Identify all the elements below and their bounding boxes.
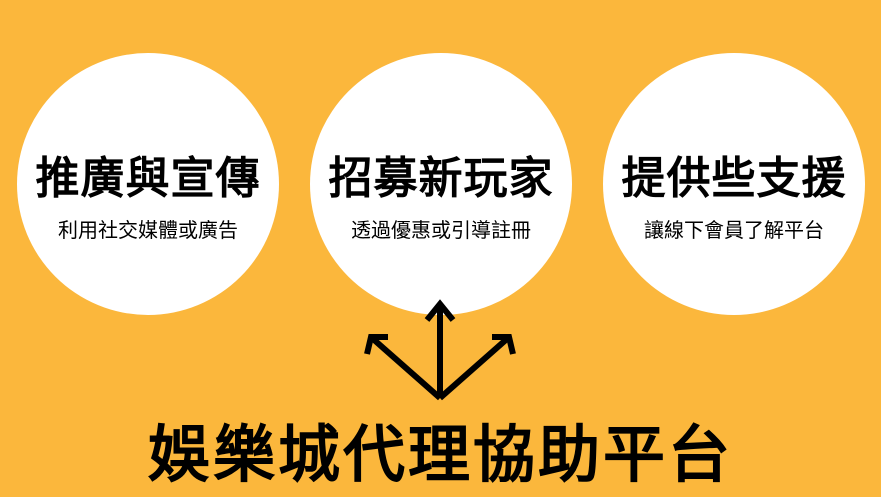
circle-subtitle: 透過優惠或引導註冊	[351, 218, 531, 242]
circle-title: 招募新玩家	[328, 153, 554, 204]
circle-promotion: 推廣與宣傳 利用社交媒體或廣告	[17, 53, 279, 315]
circle-subtitle: 利用社交媒體或廣告	[58, 218, 238, 242]
circle-subtitle: 讓線下會員了解平台	[644, 218, 824, 242]
circle-support: 提供些支援 讓線下會員了解平台	[603, 53, 865, 315]
three-way-arrow-icon	[364, 299, 516, 401]
main-title: 娛樂城代理協助平台	[147, 418, 733, 491]
circle-title: 推廣與宣傳	[35, 153, 261, 204]
circle-title: 提供些支援	[621, 153, 847, 204]
circle-recruitment: 招募新玩家 透過優惠或引導註冊	[310, 53, 572, 315]
